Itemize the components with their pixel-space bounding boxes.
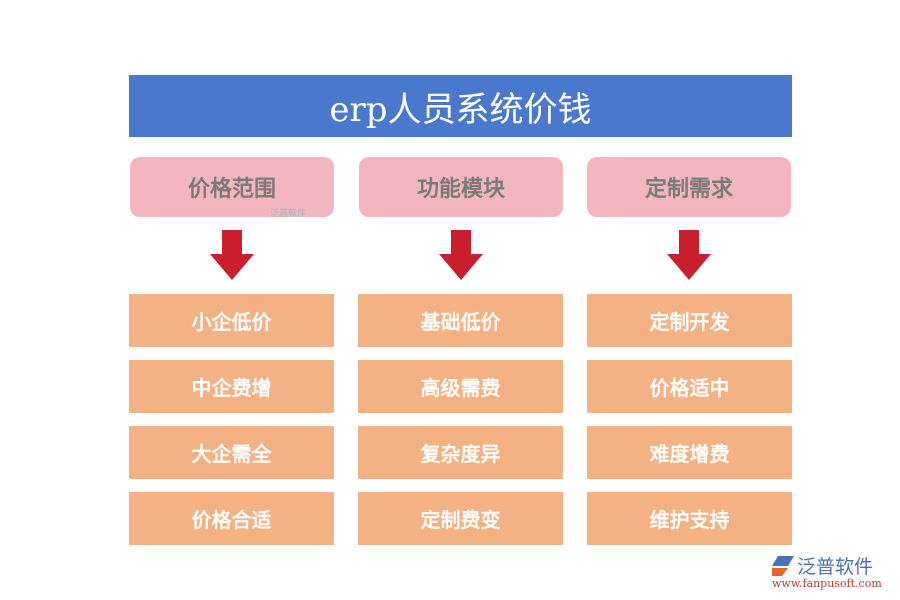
category-price-range: 价格范围 <box>130 157 334 217</box>
item-box: 难度增费 <box>587 426 792 479</box>
category-custom-requirements: 定制需求 <box>587 157 791 217</box>
category-function-modules: 功能模块 <box>359 157 563 217</box>
watermark-small: 泛普软件 <box>270 209 307 219</box>
item-box: 维护支持 <box>587 492 792 545</box>
item-box: 复杂度异 <box>358 426 563 479</box>
down-arrow-icon <box>439 230 483 280</box>
down-arrow-icon <box>667 230 711 280</box>
brand-url: www.fanpusoft.com <box>772 577 882 590</box>
item-box: 价格合适 <box>129 492 334 545</box>
brand-name: 泛普软件 <box>797 556 874 578</box>
item-box: 高级需费 <box>358 360 563 413</box>
item-box: 价格适中 <box>587 360 792 413</box>
brand-logo-icon <box>772 555 794 576</box>
item-box: 小企低价 <box>129 294 334 347</box>
item-box: 定制开发 <box>587 294 792 347</box>
item-box: 基础低价 <box>358 294 563 347</box>
item-box: 大企需全 <box>129 426 334 479</box>
down-arrow-icon <box>210 230 254 280</box>
diagram-title: erp人员系统价钱 <box>129 75 792 137</box>
item-box: 中企费增 <box>129 360 334 413</box>
brand-logo: 泛普软件 www.fanpusoft.com <box>772 552 892 590</box>
item-box: 定制费变 <box>358 492 563 545</box>
